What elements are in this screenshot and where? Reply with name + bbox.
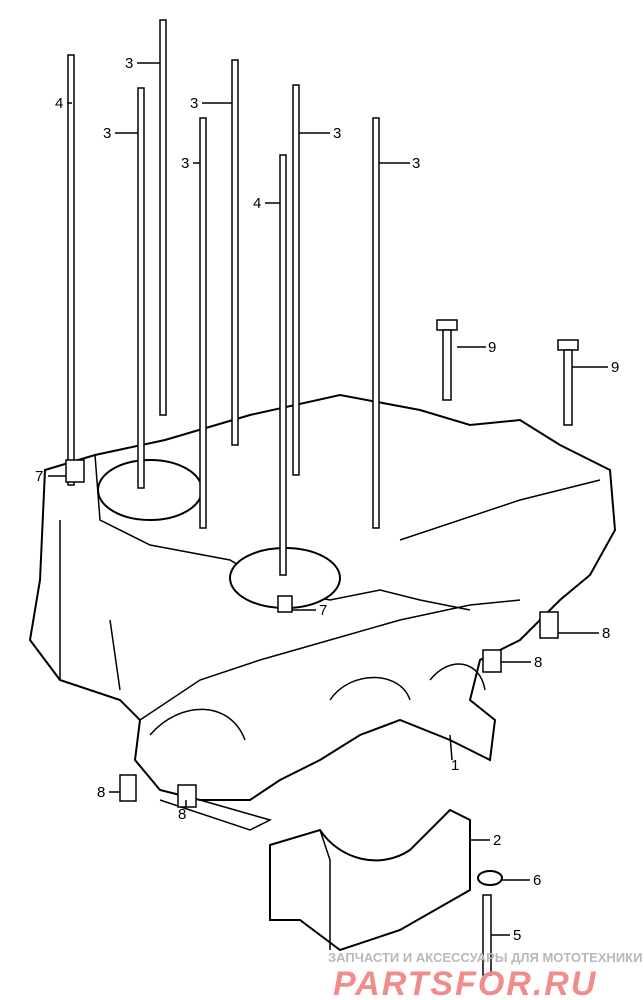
callout-6: 6	[533, 872, 541, 889]
callout-3: 3	[103, 125, 111, 142]
callout-4: 4	[253, 195, 261, 212]
watermark-tagline: ЗАПЧАСТИ И АКСЕССУАРЫ ДЛЯ МОТОТЕХНИКИ	[328, 950, 642, 965]
callout-3: 3	[333, 125, 341, 142]
stud	[67, 54, 75, 486]
dowels	[65, 459, 559, 808]
callout-8: 8	[97, 784, 105, 801]
washer	[477, 870, 503, 886]
callout-9: 9	[488, 339, 496, 356]
stud	[159, 19, 167, 416]
callout-2: 2	[493, 832, 501, 849]
stud	[231, 59, 239, 446]
callout-9: 9	[611, 359, 619, 376]
stud	[372, 117, 380, 529]
callout-3: 3	[125, 55, 133, 72]
flange-bolts	[436, 319, 579, 426]
stud	[292, 84, 300, 476]
callout-8: 8	[178, 806, 186, 823]
callout-5: 5	[513, 927, 521, 944]
callout-8: 8	[534, 654, 542, 671]
watermark-brand: PARTSFOR.RU	[333, 965, 597, 1000]
bearing-cap	[269, 808, 471, 952]
stud	[279, 154, 287, 576]
stud	[199, 117, 207, 529]
callout-3: 3	[181, 155, 189, 172]
stud	[137, 87, 145, 489]
leader-lines	[48, 62, 608, 936]
callout-3: 3	[190, 95, 198, 112]
callout-7: 7	[35, 468, 43, 485]
callout-1: 1	[451, 757, 459, 774]
callout-7: 7	[319, 602, 327, 619]
crankcase-body	[28, 393, 617, 831]
callout-4: 4	[55, 95, 63, 112]
callout-3: 3	[412, 155, 420, 172]
studs	[67, 19, 380, 576]
callout-8: 8	[602, 625, 610, 642]
